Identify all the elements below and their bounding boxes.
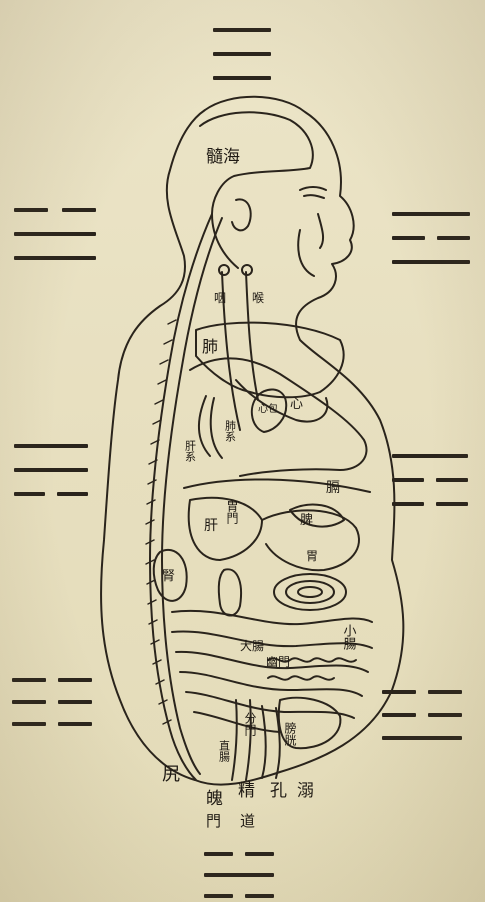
label-coccyx: 尻 (162, 764, 180, 785)
label-urine-hole: 孔溺 (270, 781, 324, 801)
intestine-spiral-3 (298, 587, 322, 597)
rectum (232, 700, 251, 780)
label-semen-path-b: 道 (240, 812, 255, 830)
trigram-right-middle (392, 454, 468, 506)
label-kidney: 腎 (162, 569, 175, 584)
trigram-line-broken (392, 478, 468, 482)
spine-ridges (146, 320, 176, 724)
spine-inner (162, 218, 222, 774)
label-semen-path-a: 精 (238, 781, 255, 801)
lungs (196, 323, 344, 398)
diaphragm (184, 479, 370, 492)
label-pylorus: 幽門 (266, 655, 290, 669)
label-liver-system-a: 肝系 (184, 440, 197, 462)
label-spleen: 脾 (300, 513, 313, 528)
heart (252, 389, 286, 432)
trigram-line-solid (14, 444, 88, 448)
label-heart: 心 (290, 397, 303, 412)
trigram-line-solid (204, 873, 274, 877)
face-detail (298, 214, 323, 276)
trigram-line-solid (392, 260, 470, 264)
trigram-left-lower (12, 678, 92, 726)
throat-node-b (242, 265, 252, 275)
trigram-line-broken (204, 894, 274, 898)
brow-lines (300, 187, 326, 198)
label-small-intestine: 小腸 (341, 624, 357, 650)
trigram-left-middle (14, 444, 88, 496)
intestine-wave (268, 658, 356, 679)
label-heart-aux: 心包 (258, 402, 278, 415)
trigram-line-solid (213, 76, 271, 80)
stomach (262, 510, 359, 570)
trigram-line-solid (392, 212, 470, 216)
urethra (262, 706, 280, 778)
lung-lobe (236, 380, 327, 422)
label-rectum: 直腸 (218, 739, 231, 763)
trigram-line-solid (14, 468, 88, 472)
head-inner (200, 112, 313, 268)
intestine-spiral-1 (274, 574, 346, 610)
label-large-intestine: 大腸 (240, 639, 264, 653)
label-gate: 分門 (243, 712, 257, 736)
trigram-left-upper (14, 208, 96, 260)
trigram-line-solid (392, 454, 468, 458)
label-diaphragm: 膈 (326, 480, 340, 496)
trigram-line-broken (204, 852, 274, 856)
label-gall-gate: 胃門 (225, 500, 239, 524)
liver (189, 498, 262, 560)
trigram-line-broken (14, 492, 88, 496)
label-liver: 肝 (204, 518, 218, 534)
kidney (154, 550, 187, 601)
label-anus-gate-b: 門 (206, 812, 221, 830)
vessel-curve (190, 358, 367, 476)
label-throat-a: 咽 (214, 291, 226, 305)
label-throat-b: 喉 (252, 291, 264, 305)
trigram-line-broken (392, 502, 468, 506)
throat-node-a (219, 265, 229, 275)
trigram-line-solid (213, 28, 271, 32)
gallbladder (219, 569, 241, 615)
trigram-right-upper (392, 212, 470, 264)
label-anus-gate-a: 魄 (206, 789, 223, 809)
trigram-line-broken (14, 208, 96, 212)
spleen (290, 505, 344, 527)
trachea (246, 272, 258, 400)
bladder (279, 698, 341, 748)
trigram-line-solid (14, 256, 96, 260)
trigram-top (213, 28, 271, 80)
trigram-line-broken (382, 690, 462, 694)
trigram-line-solid (382, 736, 462, 740)
label-stomach: 胃 (306, 549, 318, 563)
label-brain: 髓海 (206, 147, 240, 167)
spine-outer (150, 214, 212, 780)
label-liver-system-b: 肺系 (224, 420, 237, 442)
ear-outline (232, 199, 251, 230)
intestine-spiral-2 (286, 581, 334, 603)
trigram-line-broken (392, 236, 470, 240)
liver-system (199, 396, 222, 458)
body-outline (101, 97, 403, 785)
esophagus (222, 272, 240, 430)
trigram-line-broken (12, 700, 92, 704)
trigram-line-solid (14, 232, 96, 236)
trigram-line-broken (12, 722, 92, 726)
label-lung: 肺 (202, 337, 218, 356)
trigram-bottom (204, 852, 274, 898)
intestine-folds (172, 611, 372, 732)
trigram-right-lower (382, 690, 462, 740)
trigram-line-broken (382, 713, 462, 717)
trigram-line-broken (12, 678, 92, 682)
label-bladder: 膀胱 (283, 721, 297, 747)
trigram-line-solid (213, 52, 271, 56)
